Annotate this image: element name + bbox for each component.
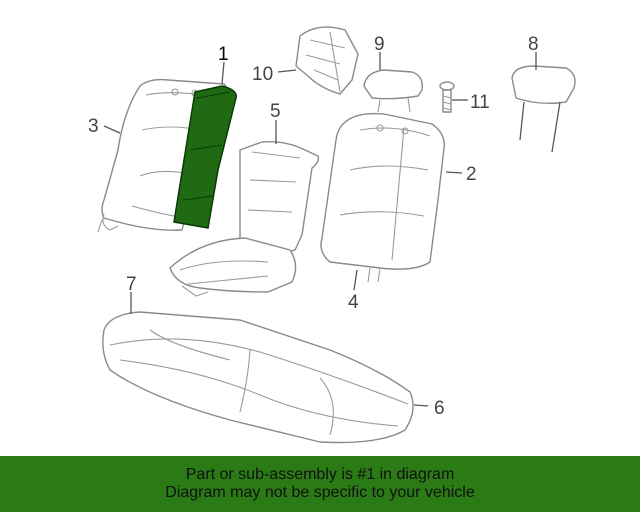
callout-5: 5 xyxy=(270,101,281,122)
callout-1: 1 xyxy=(218,44,229,65)
part-5-armrest-frame xyxy=(169,140,320,297)
part-9-headrest xyxy=(363,69,423,113)
part-1-highlighted-panel xyxy=(173,85,237,229)
callout-4: 4 xyxy=(348,292,359,313)
part-11-bolt xyxy=(439,81,455,113)
part-2-right-seatback xyxy=(320,112,445,283)
info-banner: Part or sub-assembly is #1 in diagram Di… xyxy=(0,456,640,512)
banner-line-2: Diagram may not be specific to your vehi… xyxy=(165,484,475,501)
callout-3: 3 xyxy=(88,116,99,137)
callout-8: 8 xyxy=(528,34,539,55)
callout-9: 9 xyxy=(374,34,385,55)
part-10-bracket xyxy=(295,26,359,95)
parts-diagram: 1 2 3 4 5 6 7 8 9 10 11 xyxy=(88,26,576,444)
leader-lines xyxy=(103,52,537,407)
callout-labels: 1 2 3 4 5 6 7 8 9 10 11 xyxy=(88,34,539,419)
callout-11: 11 xyxy=(470,92,490,113)
callout-2: 2 xyxy=(466,164,477,185)
callout-10: 10 xyxy=(252,64,273,85)
banner-line-1: Part or sub-assembly is #1 in diagram xyxy=(185,466,455,483)
callout-6: 6 xyxy=(434,398,445,419)
part-6-7-seat-cushion xyxy=(102,311,414,444)
callout-7: 7 xyxy=(126,274,137,295)
part-8-headrest xyxy=(511,65,576,153)
